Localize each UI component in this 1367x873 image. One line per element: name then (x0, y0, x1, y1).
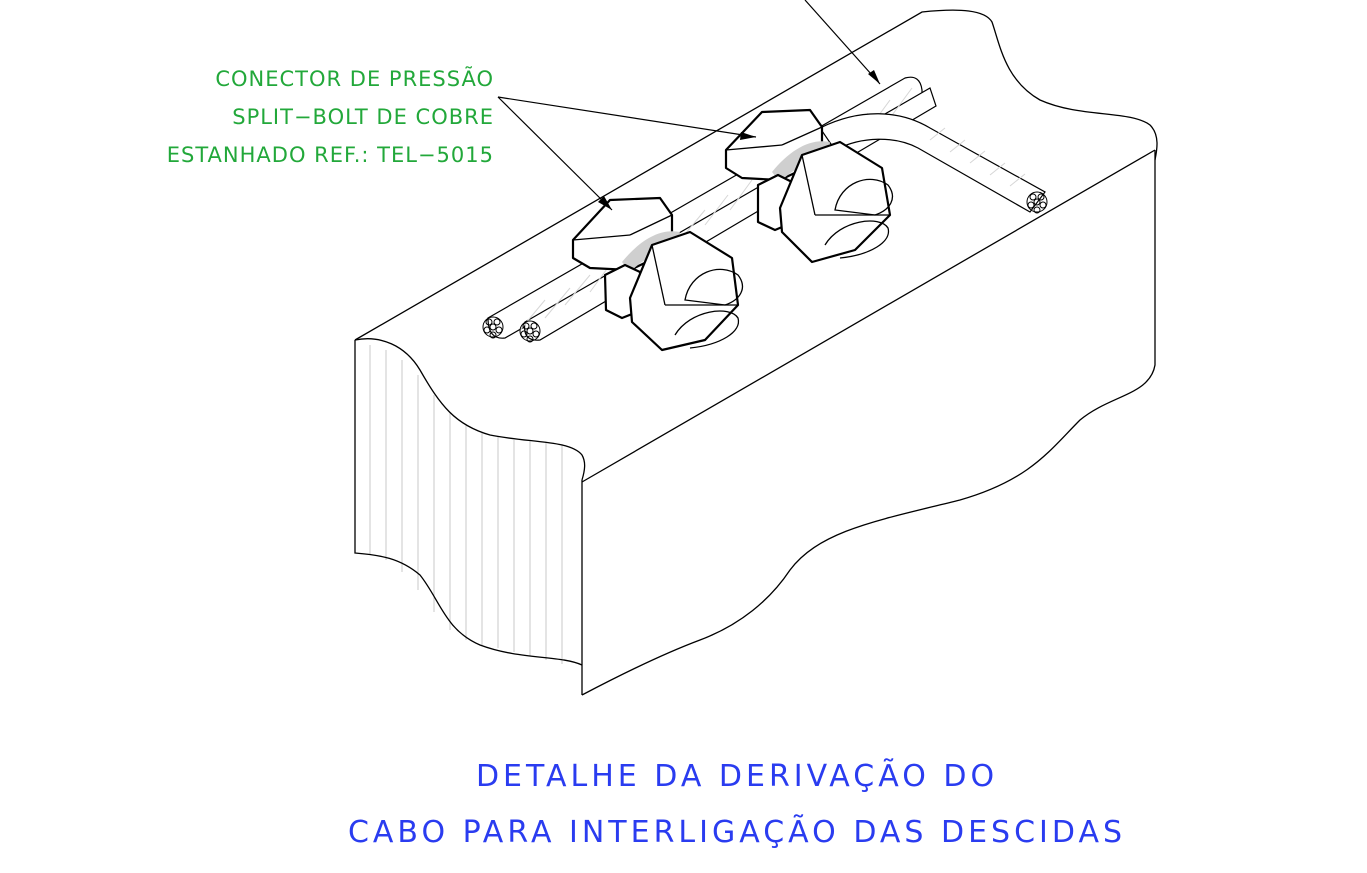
split-bolt-connector-2 (724, 108, 893, 264)
connector-label-line-1: CONECTOR DE PRESSÃO (215, 65, 494, 91)
leader-arrowhead-top (868, 70, 880, 84)
block-left-break (354, 340, 583, 666)
connector-2-dome-top (834, 178, 893, 216)
connector-1-dome-top (684, 268, 743, 306)
leader-arrowhead-2 (740, 132, 756, 140)
connector-1-dome-bottom (674, 310, 740, 349)
split-bolt-connector-1 (571, 196, 743, 352)
block-right-break (581, 150, 1156, 696)
main-cable-end-rear (482, 316, 504, 339)
branch-cable (819, 113, 1048, 214)
title-line-1: DETALHE DA DERIVAÇÃO DO (476, 758, 998, 794)
detail-title: DETALHE DA DERIVAÇÃO DO CABO PARA INTERL… (348, 758, 1126, 850)
branch-cable-end (1026, 191, 1048, 214)
main-cable-end-front (519, 320, 541, 343)
block-top-back-edge (354, 9, 1158, 341)
connector-label: CONECTOR DE PRESSÃO SPLIT−BOLT DE COBRE … (167, 65, 494, 167)
connector-2-dome-bottom (824, 220, 890, 259)
leader-line-top (804, 0, 881, 85)
concrete-block (354, 9, 1158, 696)
branch-strand-texture (929, 127, 1026, 187)
block-left-top-break (354, 338, 586, 481)
branch-cable-body (819, 113, 1046, 213)
connector-label-line-3: ESTANHADO REF.: TEL−5015 (167, 143, 494, 167)
leader-line-connector-2 (497, 96, 757, 138)
title-line-2: CABO PARA INTERLIGAÇÃO DAS DESCIDAS (348, 814, 1126, 850)
block-end-face-hatch (369, 345, 563, 664)
block-front-top-edge (581, 149, 1156, 483)
leader-line-connector-1 (497, 96, 613, 211)
leader-arrowhead-1 (598, 196, 612, 210)
leader-lines (497, 0, 881, 211)
connector-label-line-2: SPLIT−BOLT DE COBRE (232, 105, 494, 129)
